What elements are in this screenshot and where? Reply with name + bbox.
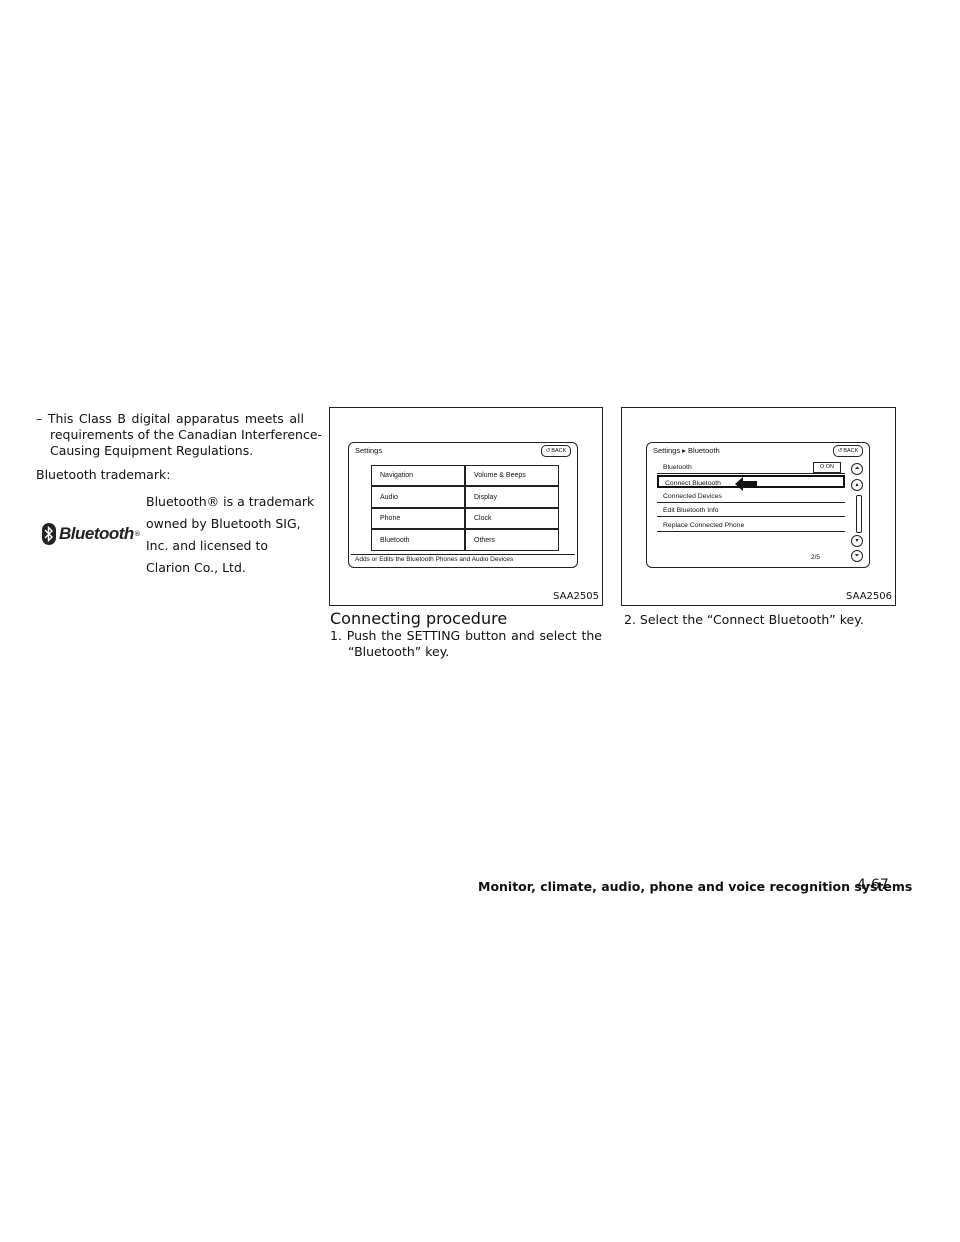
row-edit-bluetooth-info[interactable]: Edit Bluetooth Info bbox=[657, 504, 845, 517]
page-indicator: 2/5 bbox=[811, 554, 821, 561]
figure-bluetooth-screen: Settings ▸ Bluetooth ↺ BACK Bluetooth O … bbox=[621, 407, 896, 606]
back-icon: ↺ bbox=[545, 448, 551, 454]
row-replace-connected-phone[interactable]: Replace Connected Phone bbox=[657, 519, 845, 532]
bluetooth-logo-reg: ® bbox=[133, 530, 141, 538]
trademark-label: Bluetooth trademark: bbox=[36, 467, 171, 482]
scrollbar-track[interactable] bbox=[856, 495, 862, 533]
bluetooth-logo-word: Bluetooth bbox=[59, 524, 134, 543]
bluetooth-logo: Bluetooth ® bbox=[42, 523, 141, 545]
back-button[interactable]: ↺ BACK bbox=[541, 445, 571, 457]
arrow-pointer-icon bbox=[735, 477, 757, 491]
figure-label: SAA2505 bbox=[553, 591, 599, 602]
back-label: BACK bbox=[843, 448, 859, 454]
back-button[interactable]: ↺ BACK bbox=[833, 445, 863, 457]
scroll-up-icon[interactable]: ▴ bbox=[851, 479, 863, 491]
scroll-top-icon[interactable]: ⏶ bbox=[851, 463, 863, 475]
menu-bluetooth-button[interactable]: Bluetooth bbox=[371, 529, 465, 551]
footer-title: Monitor, climate, audio, phone and voice… bbox=[478, 879, 913, 894]
screen-title: Settings bbox=[355, 446, 383, 455]
menu-navigation-button[interactable]: Navigation bbox=[371, 465, 465, 486]
step-1-line-2: “Bluetooth” key. bbox=[348, 644, 450, 659]
row-connected-devices[interactable]: Connected Devices bbox=[657, 490, 845, 503]
tm-line-4: Clarion Co., Ltd. bbox=[146, 560, 246, 575]
figure-settings-screen: Settings ↺ BACK Navigation Audio Phone B… bbox=[329, 407, 603, 606]
back-icon: ↺ bbox=[837, 448, 843, 454]
row-bluetooth[interactable]: Bluetooth O ON bbox=[657, 461, 845, 474]
menu-others-button[interactable]: Others bbox=[465, 529, 559, 551]
status-bar: Adds or Edits the Bluetooth Phones and A… bbox=[351, 554, 575, 565]
step-1-line-1: 1. Push the SETTING button and select th… bbox=[330, 628, 602, 643]
settings-screen: Settings ↺ BACK Navigation Audio Phone B… bbox=[348, 442, 578, 568]
bluetooth-toggle[interactable]: O ON bbox=[813, 462, 841, 473]
figure-label: SAA2506 bbox=[846, 591, 892, 602]
bullet-text-line-3: Causing Equipment Regulations. bbox=[50, 443, 254, 458]
bullet-text-line-2: requirements of the Canadian Interferenc… bbox=[50, 427, 323, 442]
scroll-down-icon[interactable]: ▾ bbox=[851, 535, 863, 547]
menu-phone-button[interactable]: Phone bbox=[371, 508, 465, 529]
tm-line-3: Inc. and licensed to bbox=[146, 538, 269, 553]
page-number: 4-67 bbox=[857, 877, 889, 893]
section-heading: Connecting procedure bbox=[330, 609, 508, 628]
menu-display-button[interactable]: Display bbox=[465, 486, 559, 508]
scroll-bottom-icon[interactable]: ⏷ bbox=[851, 550, 863, 562]
bluetooth-settings-screen: Settings ▸ Bluetooth ↺ BACK Bluetooth O … bbox=[646, 442, 870, 568]
bullet-text-line-1: – This Class B digital apparatus meets a… bbox=[36, 411, 304, 426]
step-2: 2. Select the “Connect Bluetooth” key. bbox=[624, 612, 864, 627]
menu-audio-button[interactable]: Audio bbox=[371, 486, 465, 508]
menu-clock-button[interactable]: Clock bbox=[465, 508, 559, 529]
tm-line-1: Bluetooth® is a trademark bbox=[146, 494, 315, 509]
tm-line-2: owned by Bluetooth SIG, bbox=[146, 516, 301, 531]
back-label: BACK bbox=[551, 448, 567, 454]
screen-title: Settings ▸ Bluetooth bbox=[653, 446, 720, 455]
menu-volume-beeps-button[interactable]: Volume & Beeps bbox=[465, 465, 559, 486]
bluetooth-icon bbox=[42, 523, 56, 545]
row-label: Bluetooth bbox=[663, 464, 692, 471]
